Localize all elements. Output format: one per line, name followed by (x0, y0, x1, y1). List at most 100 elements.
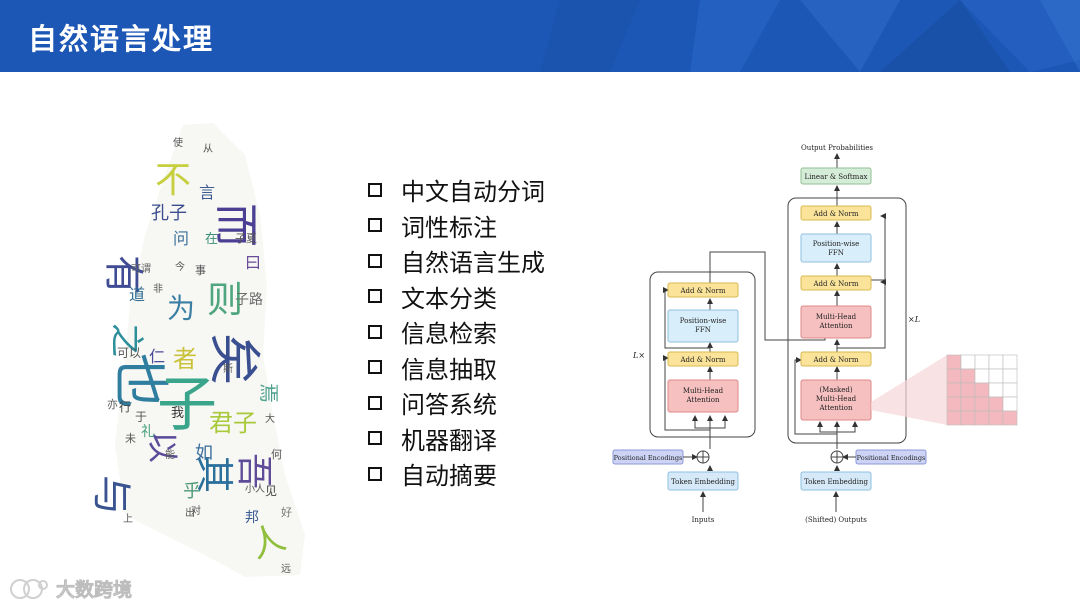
decoder-ffn-label: FFN (828, 249, 844, 257)
word-cloud-word: 远 (281, 564, 291, 575)
word-cloud-word: 今 (175, 262, 185, 273)
decoder-masked-attention (800, 379, 872, 421)
decoder-masked-attention-label: (Masked) (819, 386, 853, 394)
topic-item: 中文自动分词 (368, 172, 545, 208)
word-cloud-word: 斯 (223, 364, 233, 375)
decoder-repeat-label: ×L (908, 315, 920, 324)
word-cloud-shape (115, 123, 305, 577)
encoder-block (649, 271, 756, 438)
linear-softmax-label: Linear & Softmax (805, 173, 868, 181)
topic-label: 中文自动分词 (401, 178, 545, 207)
encoder-attention (667, 379, 739, 413)
decoder-add-norm-1-label: Add & Norm (812, 210, 858, 218)
word-cloud-word: 君子 (209, 409, 257, 437)
word-cloud-word: 好 (281, 506, 292, 519)
encoder-token-embedding-label: Token Embedding (671, 478, 736, 486)
word-cloud-word: 行 (119, 400, 132, 414)
topic-label: 词性标注 (401, 213, 497, 242)
output-probabilities-label: Output Probabilities (801, 144, 873, 152)
decoder-ffn (800, 233, 872, 263)
linear-softmax-box (800, 167, 872, 185)
word-cloud-word: 未 (125, 432, 136, 445)
decoder-block (787, 197, 907, 444)
topic-item: 自动摘要 (368, 456, 545, 492)
brand-logo-icon (10, 578, 48, 599)
word-cloud-word: 何 (271, 448, 282, 461)
encoder-ffn-label: FFN (695, 326, 711, 334)
word-cloud-word: 从 (203, 144, 213, 155)
header-background (540, 0, 1080, 72)
topic-label: 机器翻译 (401, 426, 497, 455)
decoder-token-embedding (800, 471, 872, 491)
word-cloud-word: 礼 (141, 424, 155, 440)
topic-list: 中文自动分词 词性标注 自然语言生成 文本分类 信息检索 信息抽取 问答系统 机… (368, 172, 545, 492)
word-cloud-word: 仁 (149, 347, 166, 366)
encoder-token-embedding (667, 471, 739, 491)
word-cloud-word: 则 (207, 280, 244, 321)
word-cloud-word: 子夏 (235, 232, 257, 245)
word-cloud-word: 道 (129, 285, 146, 304)
footer-watermark: 大数跨境 (10, 575, 132, 602)
word-cloud-word: 者 (173, 345, 197, 373)
word-cloud-word: 出 (185, 508, 195, 519)
topic-item: 词性标注 (368, 208, 545, 244)
word-cloud-word: 与 (88, 475, 134, 515)
word-cloud-word: 孔子 (151, 203, 187, 224)
word-cloud-word: 对 (191, 506, 201, 517)
checkbox-icon (368, 253, 382, 268)
checkbox-icon (368, 218, 382, 233)
topic-label: 自然语言生成 (401, 249, 545, 278)
checkbox-icon (368, 182, 382, 197)
word-cloud-word: 见 (265, 484, 278, 498)
decoder-cross-attention-label: Attention (819, 322, 853, 330)
inputs-label: Inputs (692, 516, 715, 524)
encoder-attention-label: Attention (686, 396, 720, 404)
word-cloud-word: 亦 (107, 398, 118, 411)
checkbox-icon (368, 360, 382, 375)
word-cloud-word: 邦 (245, 510, 259, 526)
encoder-positional-encodings-label: Positional Encodings (614, 454, 683, 462)
word-cloud-word: 为 (167, 292, 196, 325)
checkbox-icon (368, 431, 382, 446)
encoder-ffn-label: Position-wise (680, 317, 727, 325)
encoder-add-norm-bottom (667, 351, 739, 367)
encoder-ffn (667, 309, 739, 343)
word-cloud-word: 子 (157, 370, 217, 440)
topic-item: 机器翻译 (368, 421, 545, 457)
decoder-positional-encodings-label: Positional Encodings (857, 454, 926, 462)
word-cloud: 矣 也 子 而 有 其 吾 则 人 与 之 以 为 君子 者 不 焉 孔子 如 … (88, 115, 330, 585)
topic-item: 文本分类 (368, 279, 545, 315)
word-cloud-word: 问 (173, 229, 190, 248)
topic-label: 文本分类 (401, 284, 497, 313)
footer-brand-text: 大数跨境 (56, 579, 133, 602)
word-cloud-word: 焉 (257, 383, 281, 403)
word-cloud-word: 不 (155, 160, 192, 201)
word-cloud-word: 于 (135, 410, 148, 424)
decoder-cross-attention (800, 305, 872, 339)
word-cloud-word: 事 (195, 264, 206, 277)
encoder-add-norm-bottom-label: Add & Norm (679, 356, 725, 364)
transformer-diagram: Add & Norm Position-wise FFN Add & Norm … (612, 144, 1018, 524)
word-cloud-word: 乎 (183, 481, 201, 502)
word-cloud-word: 可以 (117, 346, 142, 360)
word-cloud-word: 如 (195, 443, 213, 464)
word-cloud-word: 子路 (235, 292, 263, 308)
word-cloud-word: 使 (173, 138, 183, 149)
checkbox-icon (368, 466, 382, 481)
decoder-masked-attention-label: Multi-Head (816, 395, 857, 403)
word-cloud-word: 曰 (245, 253, 262, 272)
topic-item: 自然语言生成 (368, 243, 545, 279)
checkbox-icon (368, 289, 382, 304)
shifted-outputs-label: (Shifted) Outputs (805, 516, 867, 524)
encoder-add-norm-top-label: Add & Norm (679, 287, 725, 295)
decoder-add-norm-3-label: Add & Norm (812, 356, 858, 364)
encoder-repeat-label: L× (632, 351, 645, 360)
word-cloud-word: 在 (205, 232, 219, 247)
decoder-token-embedding-label: Token Embedding (804, 478, 869, 486)
topic-label: 信息检索 (401, 320, 497, 349)
word-cloud-word: 我 (171, 406, 185, 421)
slide-title: 自然语言处理 (28, 22, 215, 56)
topic-item: 信息检索 (368, 314, 545, 350)
decoder-add-norm-2-label: Add & Norm (812, 280, 858, 288)
decoder-add-norm-1 (800, 205, 872, 221)
